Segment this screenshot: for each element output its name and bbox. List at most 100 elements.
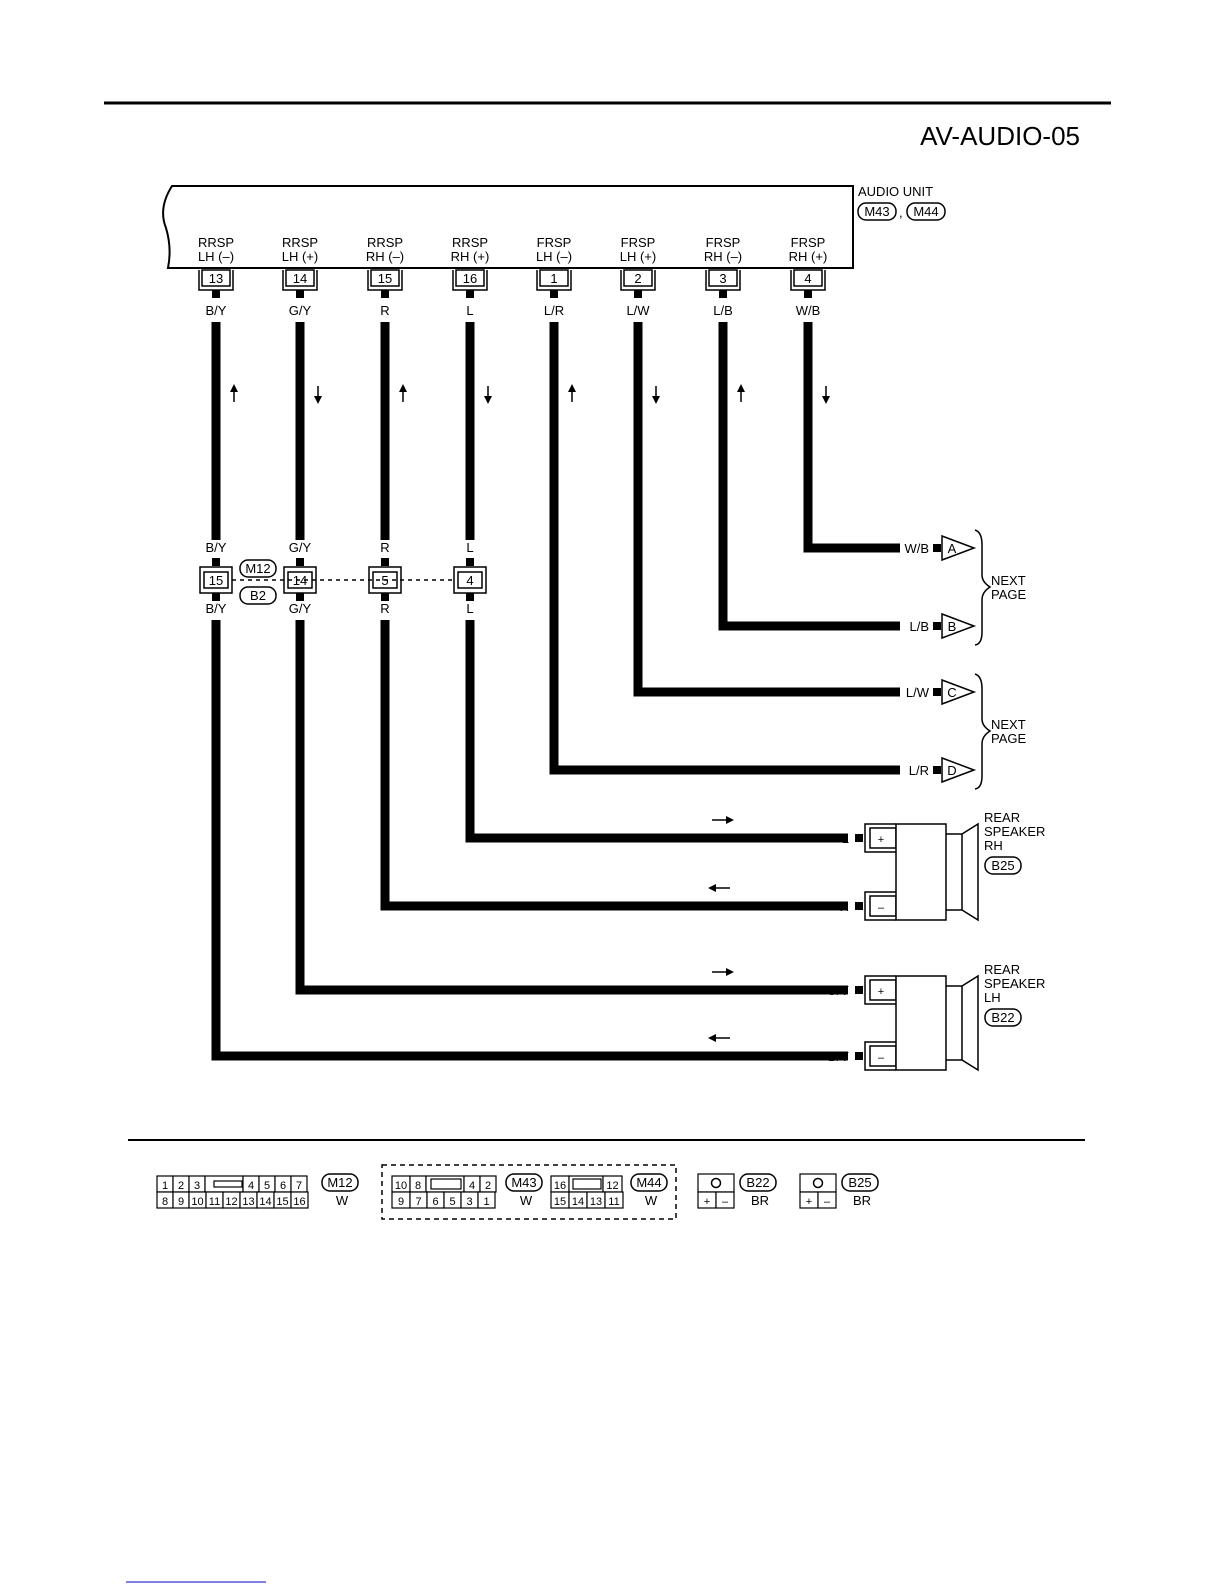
connector-cavity [715,1191,735,1209]
connector-lock [213,1180,243,1188]
connector-pin-label: 12 [606,1180,618,1192]
connector-badge-color: BR [853,1193,871,1208]
terminal-stub [804,290,812,298]
connector-pin-label: 11 [209,1196,220,1208]
terminal-pin-box [201,269,231,287]
connector-pin-label: 8 [415,1180,421,1192]
next-page-wire-color: L/B [909,619,929,634]
terminal-pin-number: 16 [463,271,477,286]
connector-pin-label: 5 [264,1180,270,1192]
speaker-connector-badge [984,856,1022,875]
connector-lock [812,1177,824,1189]
speaker-connector-id: B22 [991,1010,1014,1025]
terminal-stub [466,290,474,298]
connector-cavity [290,1191,309,1209]
connector-minus-sign: – [722,1196,729,1208]
terminal-pin-box [793,269,823,287]
next-page-wire-color: W/B [904,541,929,556]
svg-text:B2: B2 [250,588,266,603]
terminal-label-line1: FRSP [791,235,826,250]
wire-front-L/R [549,322,900,775]
connector-pin-label: 12 [225,1196,237,1208]
terminal-wire-color: R [380,303,389,318]
wire-layer [211,322,900,1061]
connector-plus-sign: + [806,1196,812,1208]
connector-pin-label: 15 [276,1196,288,1208]
speaker-stub [855,902,863,910]
joint-wire-bottom: R [380,601,389,616]
terminal-pin-number: 14 [293,271,307,286]
terminal-label-line1: FRSP [706,235,741,250]
terminal-label-line1: RRSP [367,235,403,250]
next-page-letter: A [948,541,957,556]
terminal-wire-color: L/B [713,303,733,318]
terminal-stub [550,290,558,298]
joint-pin-number: 15 [209,573,223,588]
terminal-stub [212,290,220,298]
connector-badge-id: M43 [511,1175,536,1190]
connector-pin-label: 14 [259,1196,271,1208]
terminal-label-line2: LH (+) [282,249,318,264]
connector-badge [321,1173,359,1192]
terminal-pin-number: 13 [209,271,223,286]
speaker-terminal-housing [864,823,896,853]
terminal-pin-box [708,269,738,287]
speaker-terminal-housing [864,1041,896,1071]
speaker-terminal-housing [864,891,896,921]
wire-front-L/W [633,322,900,697]
connector-cavity [477,1191,496,1209]
speaker-plus-wire: L [842,831,849,846]
connector-badge-color: W [336,1193,349,1208]
connector-badge [739,1173,777,1192]
connector-pin-label: 16 [554,1180,566,1192]
connector-pin-label: 15 [554,1196,566,1208]
terminal-label-line1: RRSP [198,235,234,250]
next-page-brace-top [974,529,992,646]
terminal-pin-box [370,269,400,287]
speaker-label-line2: SPEAKER [984,976,1045,991]
connector-cavity [817,1191,837,1209]
speaker-connector-badge [984,1008,1022,1027]
connector-badge-id: B25 [848,1175,871,1190]
connector-cavity [604,1191,624,1209]
connector-minus-sign: – [824,1196,831,1208]
terminal-pin-box [623,269,653,287]
wire-front-W/B [803,322,900,553]
joint-wire-top: B/Y [206,540,227,555]
connector-pin-label: 2 [485,1180,491,1192]
connector-lock [572,1178,602,1190]
next-page-brace-bottom [974,673,992,790]
connector-badge [505,1173,543,1192]
page-title: AV-AUDIO-05 [920,121,1080,151]
svg-text:M12: M12 [245,561,270,576]
terminal-pin-number: 4 [804,271,811,286]
terminal-pin-box [455,269,485,287]
next-page-stub [933,622,941,630]
connector-badge-id: B22 [746,1175,769,1190]
speaker-stub [855,986,863,994]
speaker-body [895,823,947,921]
terminal-label-line2: RH (+) [789,249,828,264]
speaker-label-line3: LH [984,990,1001,1005]
next-page-label-top-2: PAGE [991,587,1026,602]
joint-connector-label-b2: B2 [239,586,277,605]
joint-stub-bottom [296,593,304,601]
connector-pin-label: 8 [162,1196,168,1208]
